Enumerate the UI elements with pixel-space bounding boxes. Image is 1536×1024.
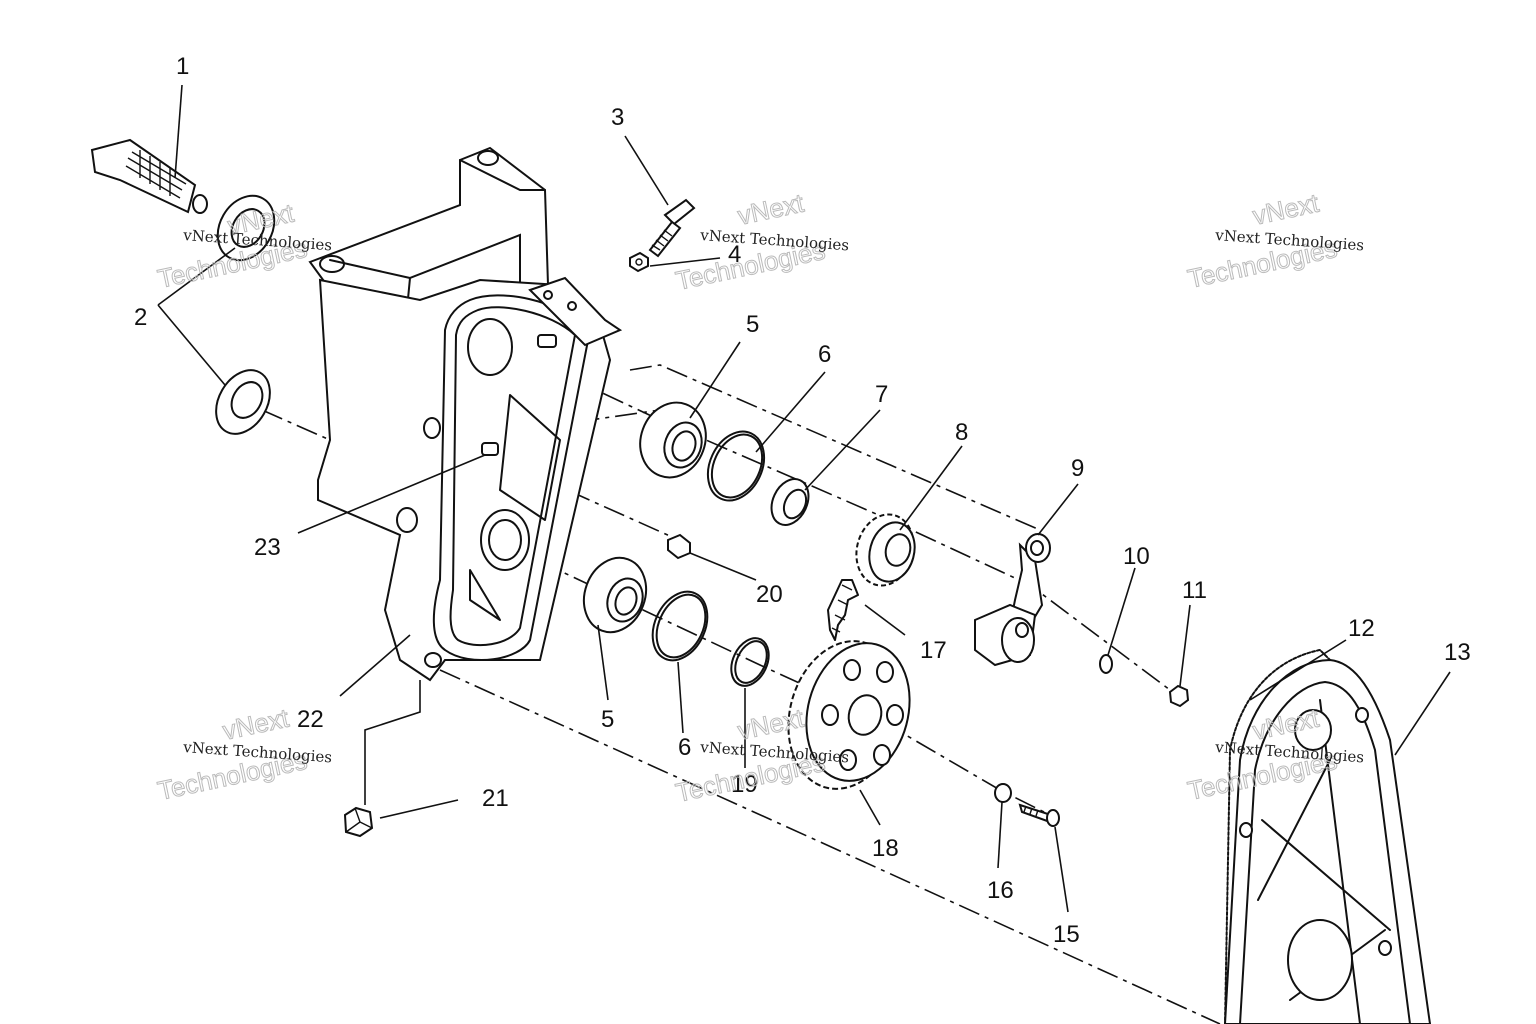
callout-2: 2 (134, 304, 147, 331)
lock-nut (1168, 684, 1190, 708)
leader-lines (157, 84, 1451, 913)
nut (629, 251, 649, 273)
callout-18: 18 (872, 835, 899, 862)
callout-4: 4 (728, 241, 741, 268)
svg-text:vNext: vNext (1250, 188, 1322, 231)
callout-21: 21 (482, 785, 509, 812)
key (667, 533, 691, 560)
snap-ring-lower (651, 590, 709, 662)
small-washer (1099, 654, 1113, 674)
callout-8: 8 (955, 419, 968, 446)
callout-17: 17 (920, 637, 947, 664)
small-bolt (1018, 803, 1060, 827)
upper-sprocket (855, 513, 916, 587)
callout-15: 15 (1053, 921, 1080, 948)
callout-13: 13 (1444, 639, 1471, 666)
watermark-top-right: Technologies vNext vNext Technologies (1185, 187, 1365, 294)
drain-plug (343, 806, 374, 838)
svg-text:vNext: vNext (220, 703, 292, 746)
washer-lower (730, 637, 770, 687)
snap-ring-upper (706, 430, 766, 502)
callout-6-lower: 6 (678, 734, 691, 761)
callout-1: 1 (176, 53, 189, 80)
callout-16: 16 (987, 877, 1014, 904)
drive-chain (827, 579, 859, 641)
bearing-lower (582, 556, 648, 634)
callout-23: 23 (254, 534, 281, 561)
callout-7: 7 (875, 381, 888, 408)
callout-9: 9 (1071, 455, 1084, 482)
callout-11: 11 (1182, 577, 1207, 604)
seal-lower (215, 369, 271, 435)
callout-22: 22 (297, 706, 324, 733)
callout-6-upper: 6 (818, 341, 831, 368)
callout-19: 19 (731, 771, 758, 798)
watermark-top-left: Technologies vNext vNext Technologies (155, 197, 333, 294)
flat-washer (994, 783, 1012, 803)
chaincase-housing (308, 146, 623, 682)
lower-gear (787, 640, 911, 790)
tensioner-arm (974, 533, 1051, 667)
watermark-top-center: Technologies vNext vNext Technologies (673, 187, 850, 296)
seal-upper (216, 194, 276, 262)
bearing-upper (639, 401, 707, 479)
svg-text:vNext: vNext (735, 188, 807, 231)
callout-12: 12 (1348, 615, 1375, 642)
bolt (648, 198, 696, 258)
callout-5-upper: 5 (746, 311, 759, 338)
callout-10: 10 (1123, 543, 1150, 570)
splined-shaft (90, 138, 208, 214)
callout-5-lower: 5 (601, 706, 614, 733)
chaincase-cover (1223, 658, 1432, 1024)
washer-upper (770, 478, 810, 526)
callout-3: 3 (611, 104, 624, 131)
callouts: 1 2 3 4 5 5 6 6 7 8 9 10 11 12 13 15 16 … (134, 53, 1471, 948)
callout-20: 20 (756, 581, 783, 608)
